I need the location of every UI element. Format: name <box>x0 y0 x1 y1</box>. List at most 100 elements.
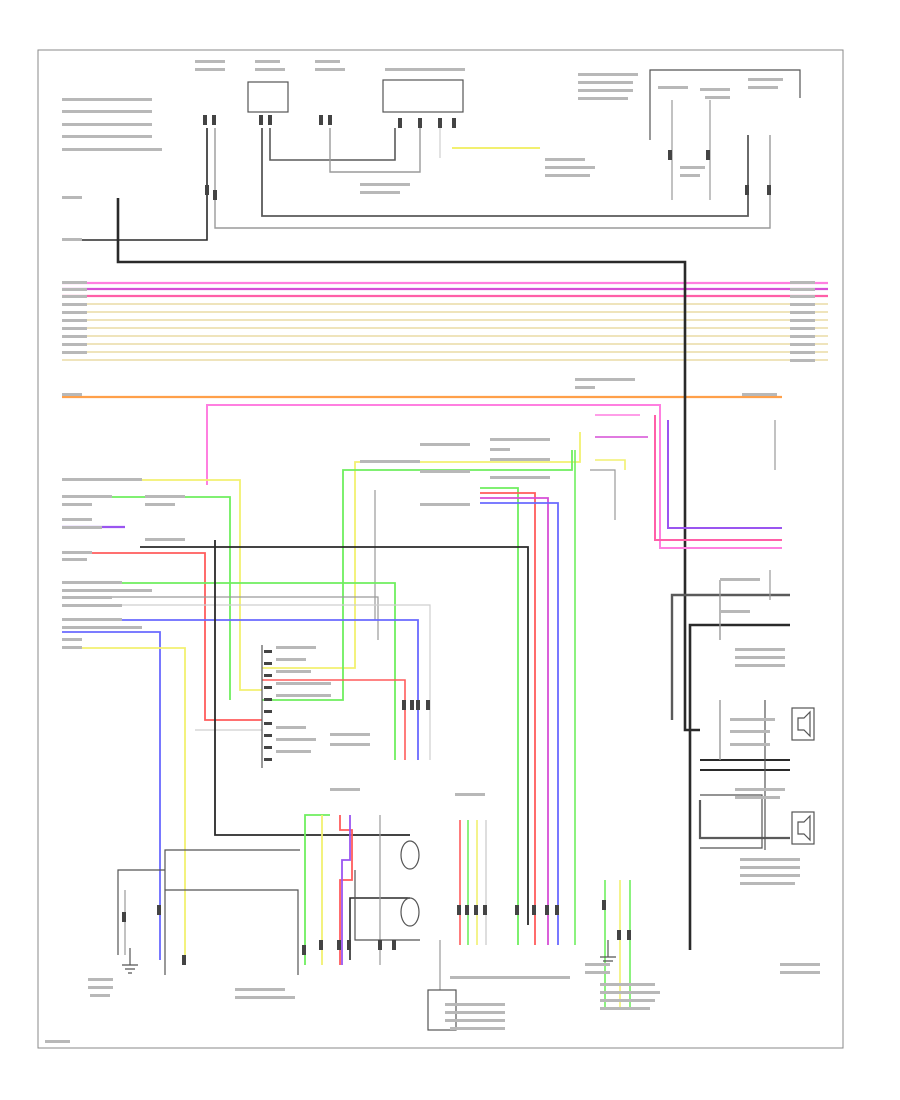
illegible-label <box>62 98 152 101</box>
illegible-label <box>62 526 102 529</box>
connector-pin <box>182 955 186 965</box>
wire <box>62 479 262 691</box>
wire <box>261 128 749 217</box>
illegible-label <box>578 97 628 100</box>
illegible-label <box>90 994 110 997</box>
illegible-label <box>790 327 815 330</box>
wire <box>670 593 790 720</box>
illegible-label <box>195 60 225 63</box>
illegible-label <box>62 518 92 521</box>
illegible-label <box>790 295 815 298</box>
illegible-label <box>490 458 550 461</box>
right-lower-bracket <box>700 794 763 849</box>
illegible-label <box>700 88 730 91</box>
ground-icon <box>600 940 616 966</box>
wire <box>140 546 529 925</box>
illegible-label <box>62 238 82 241</box>
radio-module-left <box>117 869 165 955</box>
top-module-wide <box>382 79 464 113</box>
illegible-label <box>600 1007 650 1010</box>
illegible-label <box>780 963 820 966</box>
radio-module-upper <box>164 849 300 890</box>
illegible-label <box>385 68 465 71</box>
connector-pin <box>438 118 442 128</box>
illegible-label <box>578 73 638 76</box>
illegible-label <box>235 996 295 999</box>
ground-icon <box>122 948 138 974</box>
top-module-small <box>247 81 289 113</box>
connector-pin <box>452 118 456 128</box>
illegible-label <box>62 196 82 199</box>
wire <box>262 432 581 669</box>
illegible-label <box>780 971 820 974</box>
connector-pin <box>203 115 207 125</box>
illegible-label <box>276 670 311 673</box>
illegible-label <box>276 738 316 741</box>
illegible-label <box>730 730 770 733</box>
illegible-label <box>740 858 800 861</box>
connector-pin <box>264 722 272 725</box>
wire <box>214 128 771 229</box>
wire <box>269 128 396 161</box>
illegible-labels <box>45 60 820 1043</box>
illegible-label <box>62 551 92 554</box>
wire <box>62 552 262 721</box>
wire <box>480 497 549 945</box>
connector-pin <box>264 758 272 761</box>
connector-pin <box>319 115 323 125</box>
wire <box>214 540 410 836</box>
connector-pins <box>122 115 771 965</box>
illegible-label <box>790 303 815 306</box>
illegible-label <box>585 963 610 966</box>
wire <box>667 420 782 529</box>
illegible-label <box>330 788 360 791</box>
illegible-label <box>490 438 550 441</box>
illegible-label <box>62 343 87 346</box>
illegible-label <box>680 166 705 169</box>
illegible-label <box>330 733 370 736</box>
illegible-label <box>62 596 112 599</box>
connector-pin <box>532 905 536 915</box>
connector-pin <box>264 674 272 677</box>
illegible-label <box>62 327 87 330</box>
illegible-label <box>445 1003 505 1006</box>
connector-pin <box>627 930 631 940</box>
illegible-label <box>235 988 285 991</box>
illegible-label <box>145 495 185 498</box>
illegible-label <box>445 1011 505 1014</box>
illegible-label <box>62 148 162 151</box>
illegible-label <box>62 589 152 592</box>
connector-pin <box>264 698 272 701</box>
connector-pin <box>398 118 402 128</box>
illegible-label <box>490 448 510 451</box>
connector-pin <box>378 940 382 950</box>
connector-pin <box>302 945 306 955</box>
connector-pin <box>264 662 272 665</box>
connector-pin <box>264 650 272 653</box>
connector-pin <box>392 940 396 950</box>
illegible-label <box>62 503 92 506</box>
wires <box>62 100 828 1010</box>
illegible-label <box>62 351 87 354</box>
illegible-label <box>450 1027 505 1030</box>
illegible-label <box>88 986 113 989</box>
illegible-label <box>748 78 783 81</box>
illegible-label <box>790 288 815 291</box>
wire <box>62 128 208 241</box>
illegible-label <box>315 60 340 63</box>
illegible-label <box>445 1019 505 1022</box>
illegible-label <box>600 983 655 986</box>
connector-pin <box>474 905 478 915</box>
connector-pin <box>555 905 559 915</box>
connector-oval-lower <box>400 897 420 927</box>
bottom-center-frame <box>354 870 420 941</box>
illegible-label <box>730 743 770 746</box>
illegible-label <box>62 495 112 498</box>
top-right-bracket <box>649 69 801 140</box>
illegible-label <box>420 443 470 446</box>
connector-pin <box>157 905 161 915</box>
wire <box>262 450 573 701</box>
connector-pin <box>212 115 216 125</box>
illegible-label <box>62 626 142 629</box>
illegible-label <box>600 999 655 1002</box>
